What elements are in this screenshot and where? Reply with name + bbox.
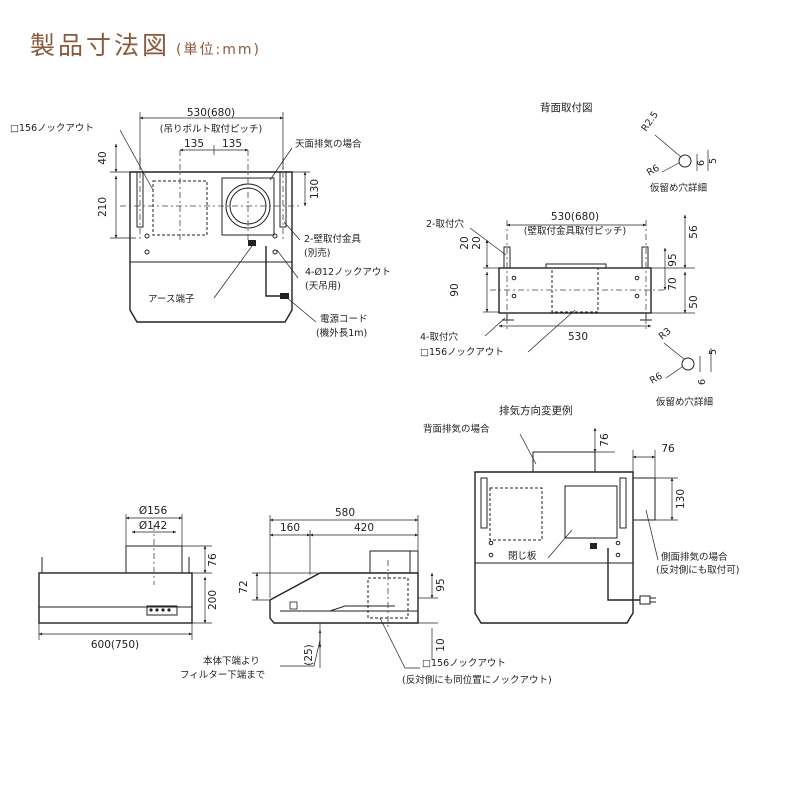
back-view-body <box>498 267 652 314</box>
back-dim-70: 70 <box>667 277 679 290</box>
wall-bracket-label: 2-壁取付金具 <box>304 233 361 245</box>
detail-a-caption: 仮留め穴詳細 <box>650 182 707 194</box>
side-dim-580: 580 <box>335 507 355 519</box>
exhaust-knockout-left <box>489 487 543 541</box>
title-unit: (単位:mm) <box>176 42 261 58</box>
top-view-labels: 530(680) (吊りボルト取付ピッチ) 135 135 □156ノックアウト… <box>10 107 391 339</box>
top-width-dim: 530(680) <box>187 107 235 119</box>
back-width-dim: 530(680) <box>551 211 599 223</box>
exhaust-power-cord <box>607 548 640 601</box>
top-view <box>110 112 317 323</box>
exhaust-dim-76a: 76 <box>599 433 611 447</box>
back-exhaust-label: 背面排気の場合 <box>423 423 490 435</box>
top-knockout: □156ノックアウト <box>10 123 94 134</box>
filter-note-2: フィルター下端まで <box>180 669 265 681</box>
front-view <box>38 514 212 640</box>
side-exhaust-label: 側面排気の場合 <box>661 551 728 563</box>
detail-a-hole <box>678 154 692 168</box>
back-knockout: □156ノックアウト <box>420 347 504 358</box>
front-dim-200: 200 <box>207 590 219 610</box>
back-holes2: 2-取付穴 <box>426 218 464 230</box>
exhaust-bracket-right <box>619 477 627 529</box>
detail-b-6: 6 <box>697 379 708 385</box>
side-knockout: □156ノックアウト <box>422 658 506 669</box>
side-dim-10: 10 <box>435 638 447 651</box>
exhaust-view-labels: 排気方向変更例 背面排気の場合 76 76 130 閉じ板 側面排気の場合 (反… <box>423 404 739 576</box>
detail-a-6: 6 <box>696 160 707 166</box>
back-dim-20b: 20 <box>471 236 483 249</box>
side-view-labels: 580 160 420 72 95 10 (25) 本体下端より フィルター下端… <box>180 507 552 686</box>
detail-b-r3: R3 <box>657 326 674 343</box>
side-dim-72: 72 <box>238 580 250 593</box>
power-cord <box>265 246 280 297</box>
front-width: 600(750) <box>91 639 139 651</box>
cord-note: (機外長1m) <box>316 327 367 339</box>
side-dim-160: 160 <box>280 522 300 534</box>
top-dim-130: 130 <box>309 179 321 199</box>
back-dim-90: 90 <box>449 283 461 296</box>
front-d156: Ø156 <box>139 505 168 517</box>
back-holes4: 4-取付穴 <box>420 331 458 343</box>
detail-b-hole <box>681 357 695 371</box>
top-dim-40: 40 <box>97 151 109 164</box>
back-dim-20a: 20 <box>459 236 471 249</box>
back-view <box>469 134 712 379</box>
side-view <box>252 515 438 669</box>
wall-bracket-note: (別売) <box>304 247 330 259</box>
exhaust-back-duct <box>532 451 596 473</box>
detail-a-r6: R6 <box>645 163 661 179</box>
detail-b-5: 5 <box>708 349 719 355</box>
exhaust-title: 排気方向変更例 <box>499 404 573 417</box>
side-dim-420: 420 <box>354 522 374 534</box>
side-view-body <box>269 572 419 624</box>
exhaust-side-duct <box>632 477 656 521</box>
front-dim-76: 76 <box>207 553 219 567</box>
front-view-labels: Ø156 Ø142 76 200 600(750) <box>91 505 219 651</box>
detail-a-5: 5 <box>708 158 719 164</box>
exhaust-dim-76b: 76 <box>661 443 675 455</box>
back-view-labels: 背面取付図 R2.5 R6 6 5 仮留め穴詳細 530(680) (壁取付金具… <box>420 101 719 408</box>
back-dim-95: 95 <box>667 253 679 266</box>
front-d142: Ø142 <box>139 520 167 532</box>
hanging-holes-note: (天吊用) <box>305 281 341 292</box>
closing-plate <box>564 485 618 539</box>
back-width-note: (壁取付金具取付ピッチ) <box>524 225 626 237</box>
side-view-duct <box>369 550 411 574</box>
detail-a-r25: R2.5 <box>639 110 660 134</box>
back-dim-530: 530 <box>568 331 588 343</box>
earth-terminal-label: アース端子 <box>148 293 195 305</box>
side-dim-25: (25) <box>303 644 315 666</box>
top-exhaust-label: 天面排気の場合 <box>295 138 362 150</box>
hanging-holes-label: 4-Ø12ノックアウト <box>305 267 391 278</box>
exhaust-view <box>474 427 678 624</box>
back-view-title: 背面取付図 <box>540 101 593 114</box>
detail-b-caption: 仮留め穴詳細 <box>656 396 713 408</box>
top-dim-210: 210 <box>97 197 109 217</box>
side-exhaust-note: (反対側にも取付可) <box>656 564 739 576</box>
front-view-body <box>38 572 193 624</box>
title-main: 製品寸法図 <box>30 31 171 60</box>
page-title: 製品寸法図 (単位:mm) <box>30 26 261 62</box>
filter-note-1: 本体下端より <box>203 655 260 667</box>
top-width-note: (吊りボルト取付ピッチ) <box>160 124 262 135</box>
top-offset-a: 135 <box>184 138 204 150</box>
top-offset-b: 135 <box>222 138 242 150</box>
back-bracket-right <box>641 246 649 269</box>
side-dim-95: 95 <box>435 578 447 591</box>
exhaust-dim-130: 130 <box>675 489 687 509</box>
side-knockout-note: (反対側にも同位置にノックアウト) <box>402 674 552 686</box>
back-dim-50: 50 <box>688 295 700 308</box>
closing-plate-label: 閉じ板 <box>508 550 537 562</box>
detail-b-r6: R6 <box>648 371 664 387</box>
cord-label: 電源コード <box>320 314 368 325</box>
front-view-switch-panel <box>146 605 178 616</box>
back-dim-56: 56 <box>688 225 700 239</box>
exhaust-bracket-left <box>480 477 488 529</box>
